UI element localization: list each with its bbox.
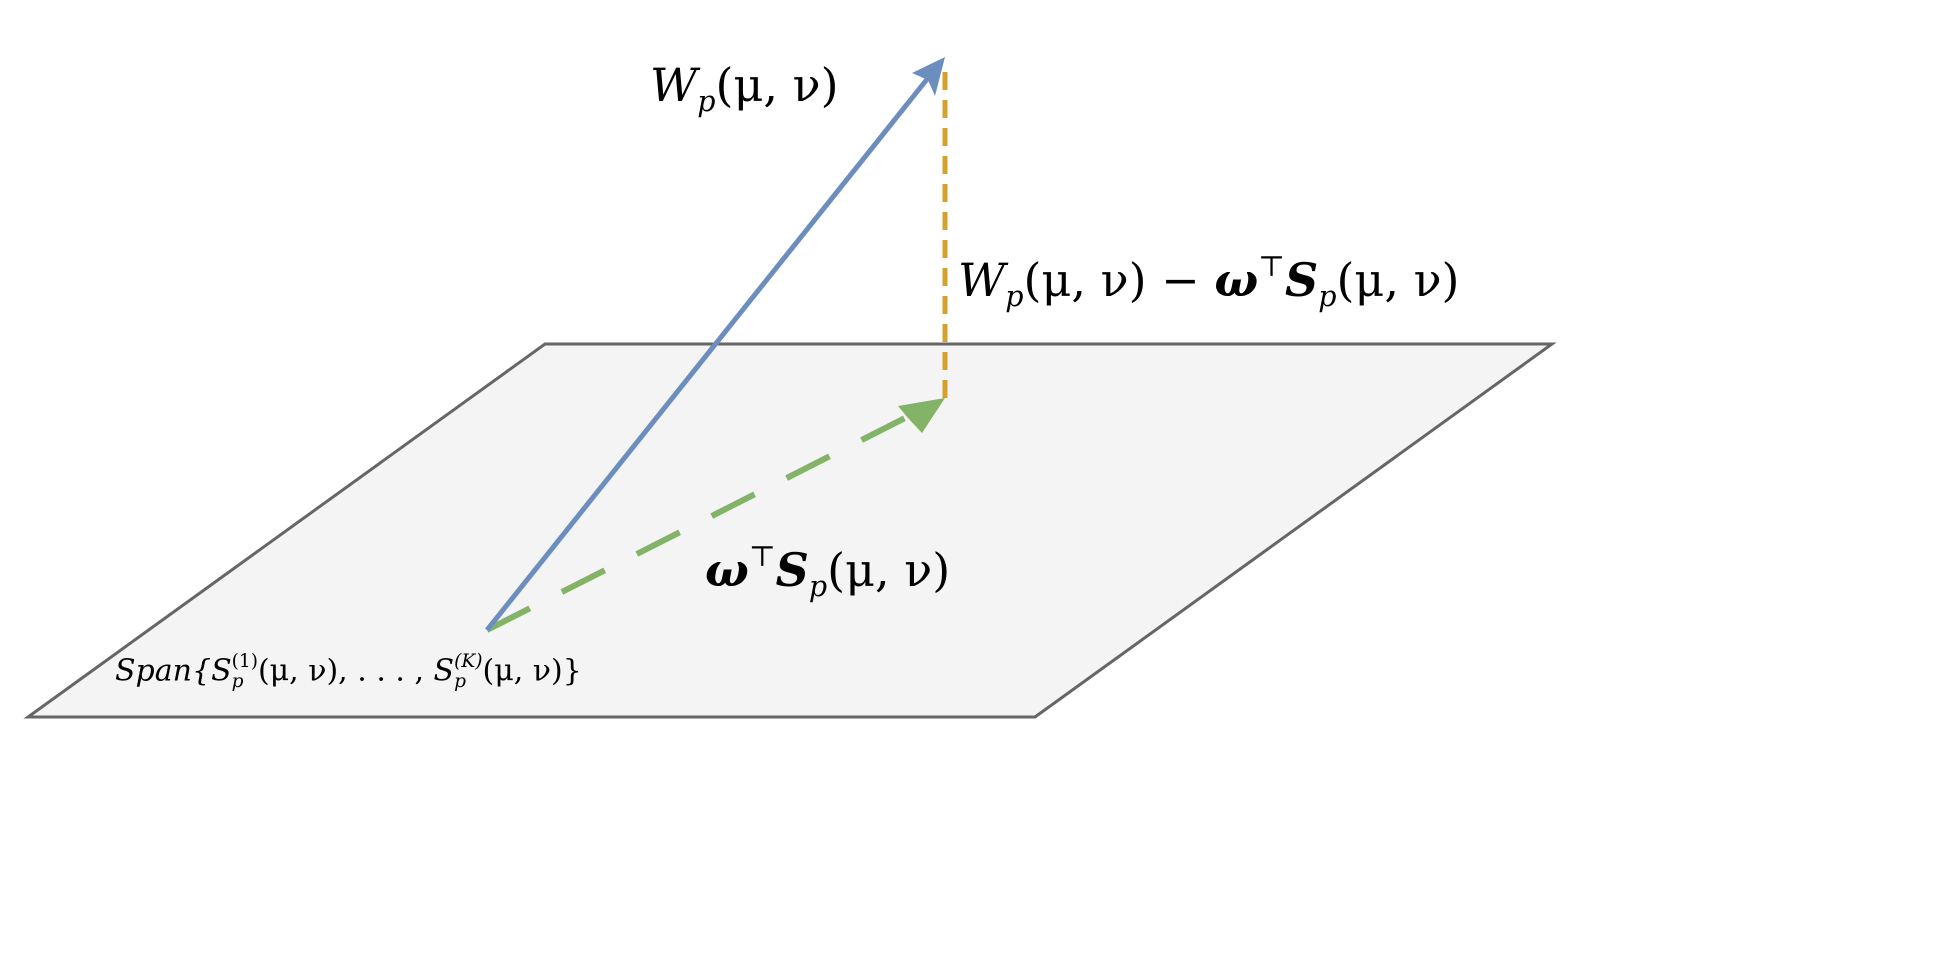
s-symbol: S (433, 653, 455, 689)
wasserstein-arrow (485, 76, 930, 632)
w-symbol: W (650, 58, 698, 112)
s-symbol: S (1284, 252, 1319, 307)
projection-label: ω⊤Sp(μ, ν) (705, 540, 950, 603)
w-symbol: W (958, 252, 1006, 307)
p-subscript: p (454, 671, 467, 693)
transpose: ⊤ (1258, 250, 1285, 283)
span-middle: (μ, ν), . . . , (257, 653, 434, 689)
superscript: (K) (454, 651, 483, 672)
p-subscript: p (808, 569, 828, 603)
span-suffix: (μ, ν)} (482, 653, 582, 689)
s-symbol: S (775, 542, 809, 597)
span-prefix: Span{ (115, 653, 212, 689)
transpose: ⊤ (748, 540, 776, 573)
omega-symbol: ω (705, 542, 749, 597)
projection-arrowhead (898, 398, 945, 433)
wasserstein-arrowhead (912, 57, 945, 96)
residual-label: Wp(μ, ν) − ω⊤Sp(μ, ν) (958, 250, 1459, 313)
span-label: Span{S(1)p(μ, ν), . . . , S(K)p(μ, ν)} (115, 651, 582, 693)
omega-symbol: ω (1214, 252, 1259, 307)
superscript: (1) (231, 651, 258, 672)
p-subscript: p (1005, 279, 1024, 313)
p-subscript: p (1318, 279, 1337, 313)
p-subscript: p (231, 671, 244, 693)
args: (μ, ν) (827, 542, 951, 597)
s-symbol: S (211, 653, 232, 689)
p-subscript: p (697, 84, 716, 118)
args: (μ, ν) (1336, 252, 1460, 307)
args: (μ, ν) − (1023, 252, 1215, 307)
wasserstein-label: Wp(μ, ν) (650, 58, 839, 118)
args: (μ, ν) (715, 58, 839, 112)
span-plane (23, 342, 1557, 719)
